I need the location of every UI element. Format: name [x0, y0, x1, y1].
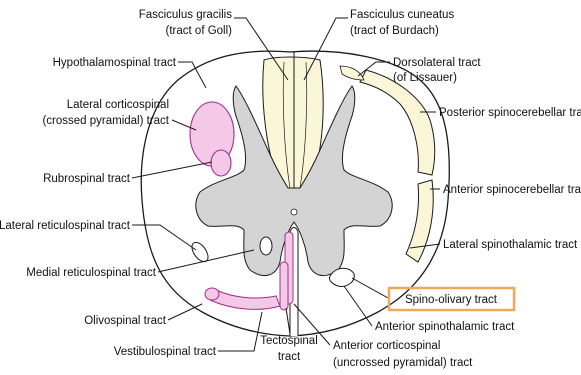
- label-fasciculus-gracilis-sub: (tract of Goll): [166, 25, 233, 37]
- label-hypothalamospinal: Hypothalamospinal tract: [53, 57, 177, 69]
- label-lateral-spinothalamic: Lateral spinothalamic tract: [443, 239, 578, 251]
- rubrospinal-region: [211, 150, 231, 176]
- label-spino-olivary: Spino-olivary tract: [405, 294, 498, 306]
- label-fasciculus-cuneatus-sub: (tract of Burdach): [350, 25, 439, 37]
- label-anterior-spinothalamic: Anterior spinothalamic tract: [375, 321, 515, 333]
- label-anterior-corticospinal: Anterior corticospinal: [333, 340, 440, 352]
- label-tectospinal-sub: tract: [278, 351, 301, 363]
- label-tectospinal: Tectospinal: [260, 335, 318, 347]
- label-fasciculus-gracilis: Fasciculus gracilis: [139, 9, 233, 21]
- label-dorsolateral: Dorsolateral tract: [393, 57, 481, 69]
- label-lateral-reticulospinal: Lateral reticulospinal tract: [0, 220, 131, 232]
- spinal-cord: [141, 51, 449, 336]
- label-rubrospinal: Rubrospinal tract: [43, 173, 131, 185]
- label-vestibulospinal: Vestibulospinal tract: [114, 346, 217, 358]
- central-canal: [291, 209, 297, 215]
- label-medial-reticulospinal: Medial reticulospinal tract: [26, 267, 157, 279]
- label-anterior-corticospinal-sub: (uncrossed pyramidal) tract: [333, 357, 473, 369]
- olivospinal-region: [205, 288, 219, 300]
- label-lateral-corticospinal: Lateral corticospinal: [67, 99, 169, 111]
- medial-reticulospinal-region: [260, 237, 272, 255]
- label-olivospinal: Olivospinal tract: [84, 315, 167, 327]
- label-fasciculus-cuneatus: Fasciculus cuneatus: [350, 9, 454, 21]
- label-dorsolateral-sub: (of Lissauer): [393, 72, 457, 84]
- label-anterior-spinocerebellar: Anterior spinocerebellar trac: [443, 184, 581, 196]
- label-posterior-spinocerebellar: Posterior spinocerebellar tract: [439, 107, 581, 119]
- label-lateral-corticospinal-sub: (crossed pyramidal) tract: [42, 115, 169, 127]
- tectospinal-region: [280, 262, 288, 310]
